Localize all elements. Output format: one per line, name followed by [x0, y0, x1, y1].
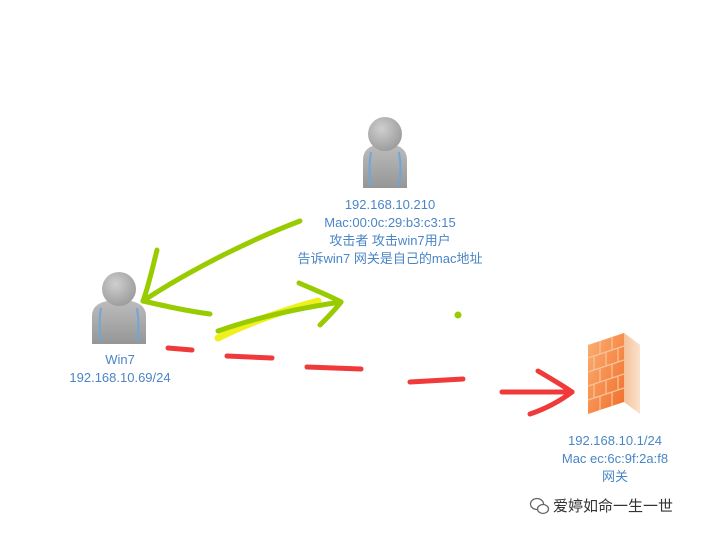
win7-label: Win7 192.168.10.69/24 [40, 351, 200, 387]
win7-name: Win7 [105, 352, 135, 367]
win7-ip: 192.168.10.69/24 [69, 370, 171, 385]
watermark: 爱婷如命一生一世 [525, 494, 705, 516]
watermark-text: 爱婷如命一生一世 [553, 497, 674, 515]
attacker-user-icon [363, 117, 407, 188]
win7-user-icon [92, 272, 146, 344]
gateway-mac: Mac ec:6c:9f:2a:f8 [561, 451, 669, 466]
attacker-label: 192.168.10.210 Mac:00:0c:29:b3:c3:15 攻击者… [250, 196, 530, 268]
gateway-ip: 192.168.10.1/24 [568, 433, 662, 448]
gateway-firewall-icon [587, 333, 640, 414]
gateway-name: 网关 [601, 469, 628, 484]
win7-to-gateway-dashed-arrow [165, 345, 575, 417]
attacker-to-win7-arrow [140, 218, 303, 317]
attacker-note: 告诉win7 网关是自己的mac地址 [297, 251, 483, 266]
win7-to-attacker-arrow [215, 280, 344, 334]
green-dot [454, 311, 462, 319]
attacker-ip: 192.168.10.210 [344, 197, 436, 212]
attacker-role: 攻击者 攻击win7用户 [329, 233, 451, 248]
gateway-label: 192.168.10.1/24 Mac ec:6c:9f:2a:f8 网关 [530, 432, 700, 486]
wechat-icon [529, 497, 550, 515]
attacker-mac: Mac:00:0c:29:b3:c3:15 [324, 215, 456, 230]
